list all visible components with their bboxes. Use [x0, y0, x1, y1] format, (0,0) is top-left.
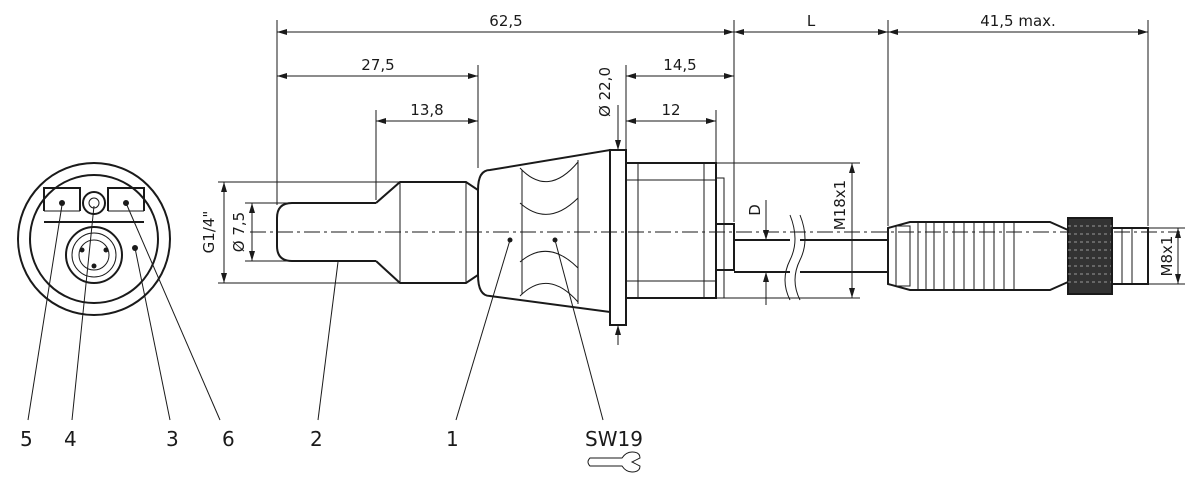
end-view: [17, 162, 221, 421]
dim-connector-thread: M8x1: [1158, 236, 1176, 277]
callout-2: 2: [310, 427, 323, 451]
callout-1: 1: [446, 427, 459, 451]
callout-4: 4: [64, 427, 77, 451]
wrench-icon: [587, 451, 641, 473]
dim-process-thread: G1/4": [200, 211, 218, 254]
dim-thread-section: 13,8: [410, 101, 443, 119]
dim-probe-section: 27,5: [361, 56, 394, 74]
dim-probe-diameter: Ø 7,5: [230, 212, 248, 252]
callout-5: 5: [20, 427, 33, 451]
dim-flange-diameter: Ø 22,0: [596, 67, 614, 117]
dim-nut-section: 12: [661, 101, 680, 119]
dimension-lines: [218, 20, 1185, 345]
dim-overall-length: 62,5: [489, 12, 522, 30]
side-view: [250, 148, 1180, 421]
dim-connector-length: 41,5 max.: [980, 12, 1056, 30]
dim-cable-diameter: D: [746, 204, 764, 216]
callout-6: 6: [222, 427, 235, 451]
dim-hex-section: 14,5: [663, 56, 696, 74]
wrench-size-label: SW19: [585, 427, 643, 451]
dim-housing-thread: M18x1: [831, 180, 849, 230]
callout-3: 3: [166, 427, 179, 451]
dim-cable-length: L: [807, 12, 816, 30]
